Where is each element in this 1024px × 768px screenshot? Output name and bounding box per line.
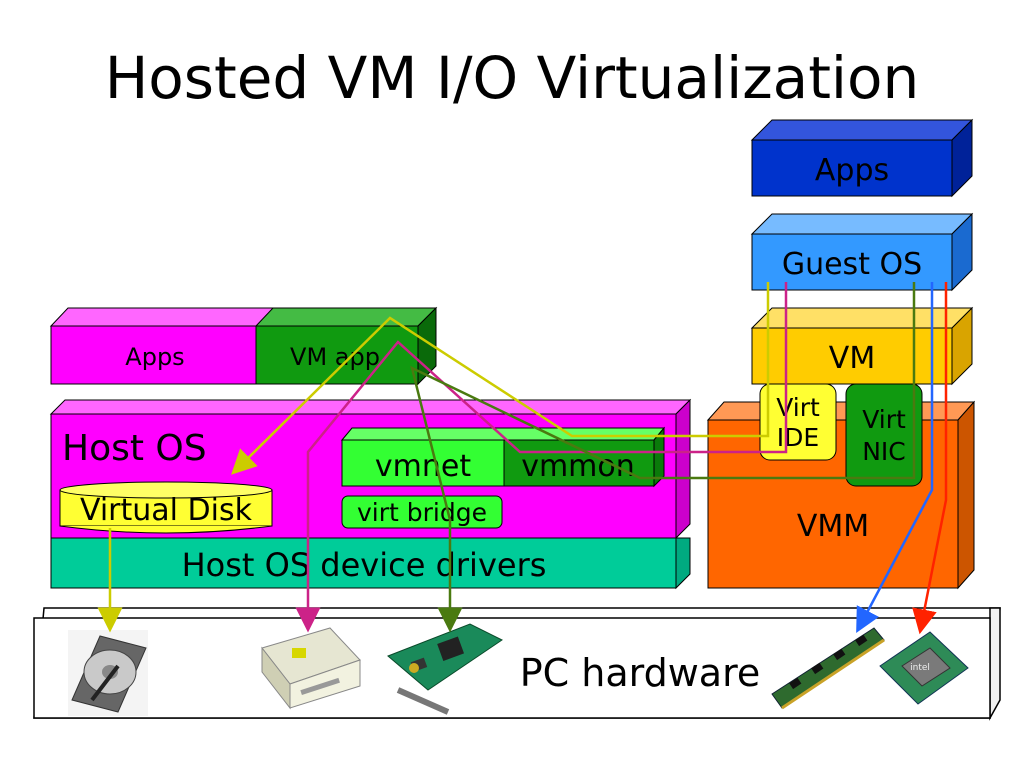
virt-ide-label-line2: IDE: [777, 423, 819, 452]
memory-path-line: [856, 282, 934, 634]
memory-module-icon: [771, 627, 885, 710]
virt-nic-label-line1: Virt: [862, 405, 906, 434]
pc-hardware-box: PC hardware: [33, 607, 1001, 721]
ide-path-line: [231, 282, 770, 475]
virt-bridge-label: virt bridge: [357, 498, 487, 527]
virt-ide-label-line1: Virt: [776, 393, 820, 422]
virtual-disk-label: Virtual Disk: [80, 493, 253, 528]
virt-ide-box: Virt IDE: [759, 383, 837, 461]
virt-bridge-box: virt bridge: [341, 495, 503, 529]
cdrom-path-line: [295, 282, 788, 633]
vmnet-label: vmnet: [375, 449, 471, 484]
guest-apps-box: Apps: [750, 118, 974, 198]
hard-disk-icon: [68, 630, 148, 716]
slide-title: Hosted VM I/O Virtualization: [105, 44, 920, 112]
cpu-chip-icon: intel: [879, 631, 969, 705]
host-apps-label: Apps: [125, 343, 184, 371]
host-os-label: Host OS: [62, 428, 207, 469]
guest-os-label: Guest OS: [782, 247, 922, 282]
host-apps-box: [50, 325, 257, 385]
vm-app-label: VM app: [290, 343, 380, 371]
pc-hardware-label: PC hardware: [520, 651, 761, 695]
cd-drive-icon: [261, 627, 361, 710]
guest-apps-label: Apps: [815, 153, 889, 188]
host-os-device-drivers-box: Host OS device drivers: [50, 537, 691, 590]
virtual-disk: Virtual Disk: [59, 481, 273, 534]
svg-text:intel: intel: [910, 663, 930, 673]
vmnet-box: [341, 439, 505, 487]
network-card-icon: [387, 623, 503, 715]
vmm-label: VMM: [797, 509, 869, 544]
device-drivers-label: Host OS device drivers: [182, 546, 547, 584]
vm-label: VM: [829, 341, 875, 376]
virt-nic-box: Virt NIC: [845, 383, 923, 487]
nic-path-line: [410, 282, 916, 633]
cpu-path-line: [912, 282, 948, 635]
io-paths: [97, 282, 948, 635]
host-apps-row: Apps VM app: [49, 306, 438, 386]
virt-nic-label-line2: NIC: [862, 437, 906, 466]
guest-os-box: Guest OS: [750, 212, 974, 292]
vm-app-box: [255, 325, 419, 385]
